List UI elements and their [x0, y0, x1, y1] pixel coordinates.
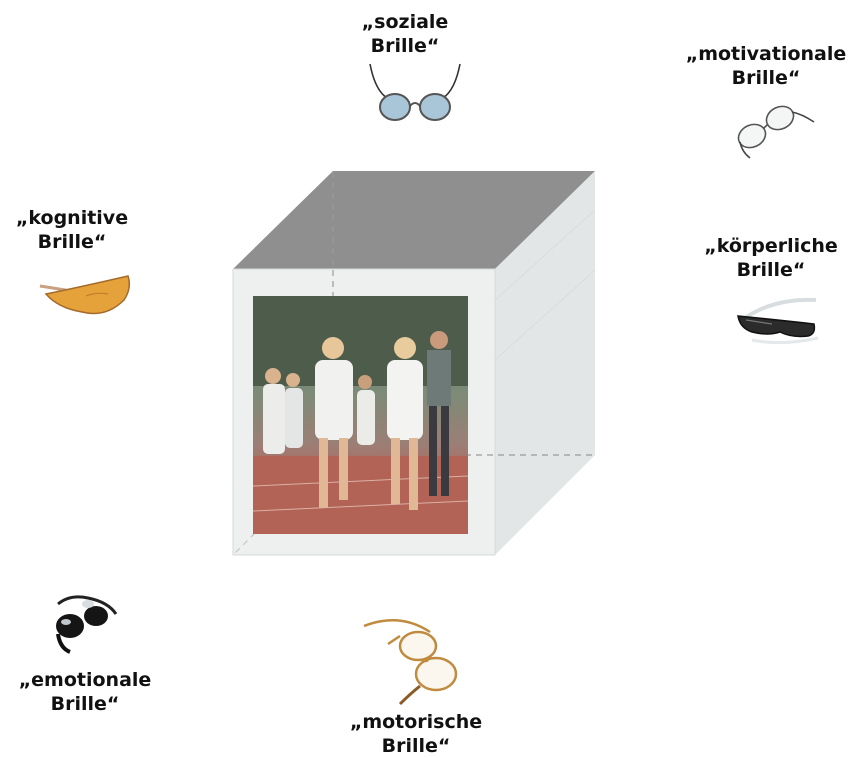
orange-sport-sunglasses-icon — [36, 272, 136, 322]
label-line-2: Brille“ — [696, 258, 846, 282]
label-line-2: Brille“ — [676, 66, 856, 90]
label-motivational-glasses: „motivationale Brille“ — [676, 42, 856, 90]
label-social-glasses: „soziale Brille“ — [350, 10, 460, 58]
label-line-2: Brille“ — [12, 230, 132, 254]
label-line-2: Brille“ — [0, 692, 170, 716]
label-cognitive-glasses: „kognitive Brille“ — [12, 206, 132, 254]
dark-sunglasses-icon — [732, 290, 824, 352]
round-blue-glasses-icon — [365, 62, 465, 124]
label-motor-glasses: „motorische Brille“ — [330, 710, 502, 758]
gold-reading-glasses-icon — [360, 612, 470, 706]
label-emotional-glasses: „emotionale Brille“ — [0, 668, 170, 716]
wire-glasses-icon — [730, 96, 820, 162]
label-physical-glasses: „körperliche Brille“ — [696, 234, 846, 282]
label-line-1: „emotionale — [0, 668, 170, 692]
children-running-race-photo — [253, 296, 468, 534]
black-sunglasses-icon — [48, 594, 122, 656]
label-line-1: „motorische — [330, 710, 502, 734]
label-line-1: „kognitive — [12, 206, 132, 230]
label-line-1: „soziale — [350, 10, 460, 34]
label-line-1: „motivationale — [676, 42, 856, 66]
label-line-2: Brille“ — [350, 34, 460, 58]
label-line-1: „körperliche — [696, 234, 846, 258]
label-line-2: Brille“ — [330, 734, 502, 758]
